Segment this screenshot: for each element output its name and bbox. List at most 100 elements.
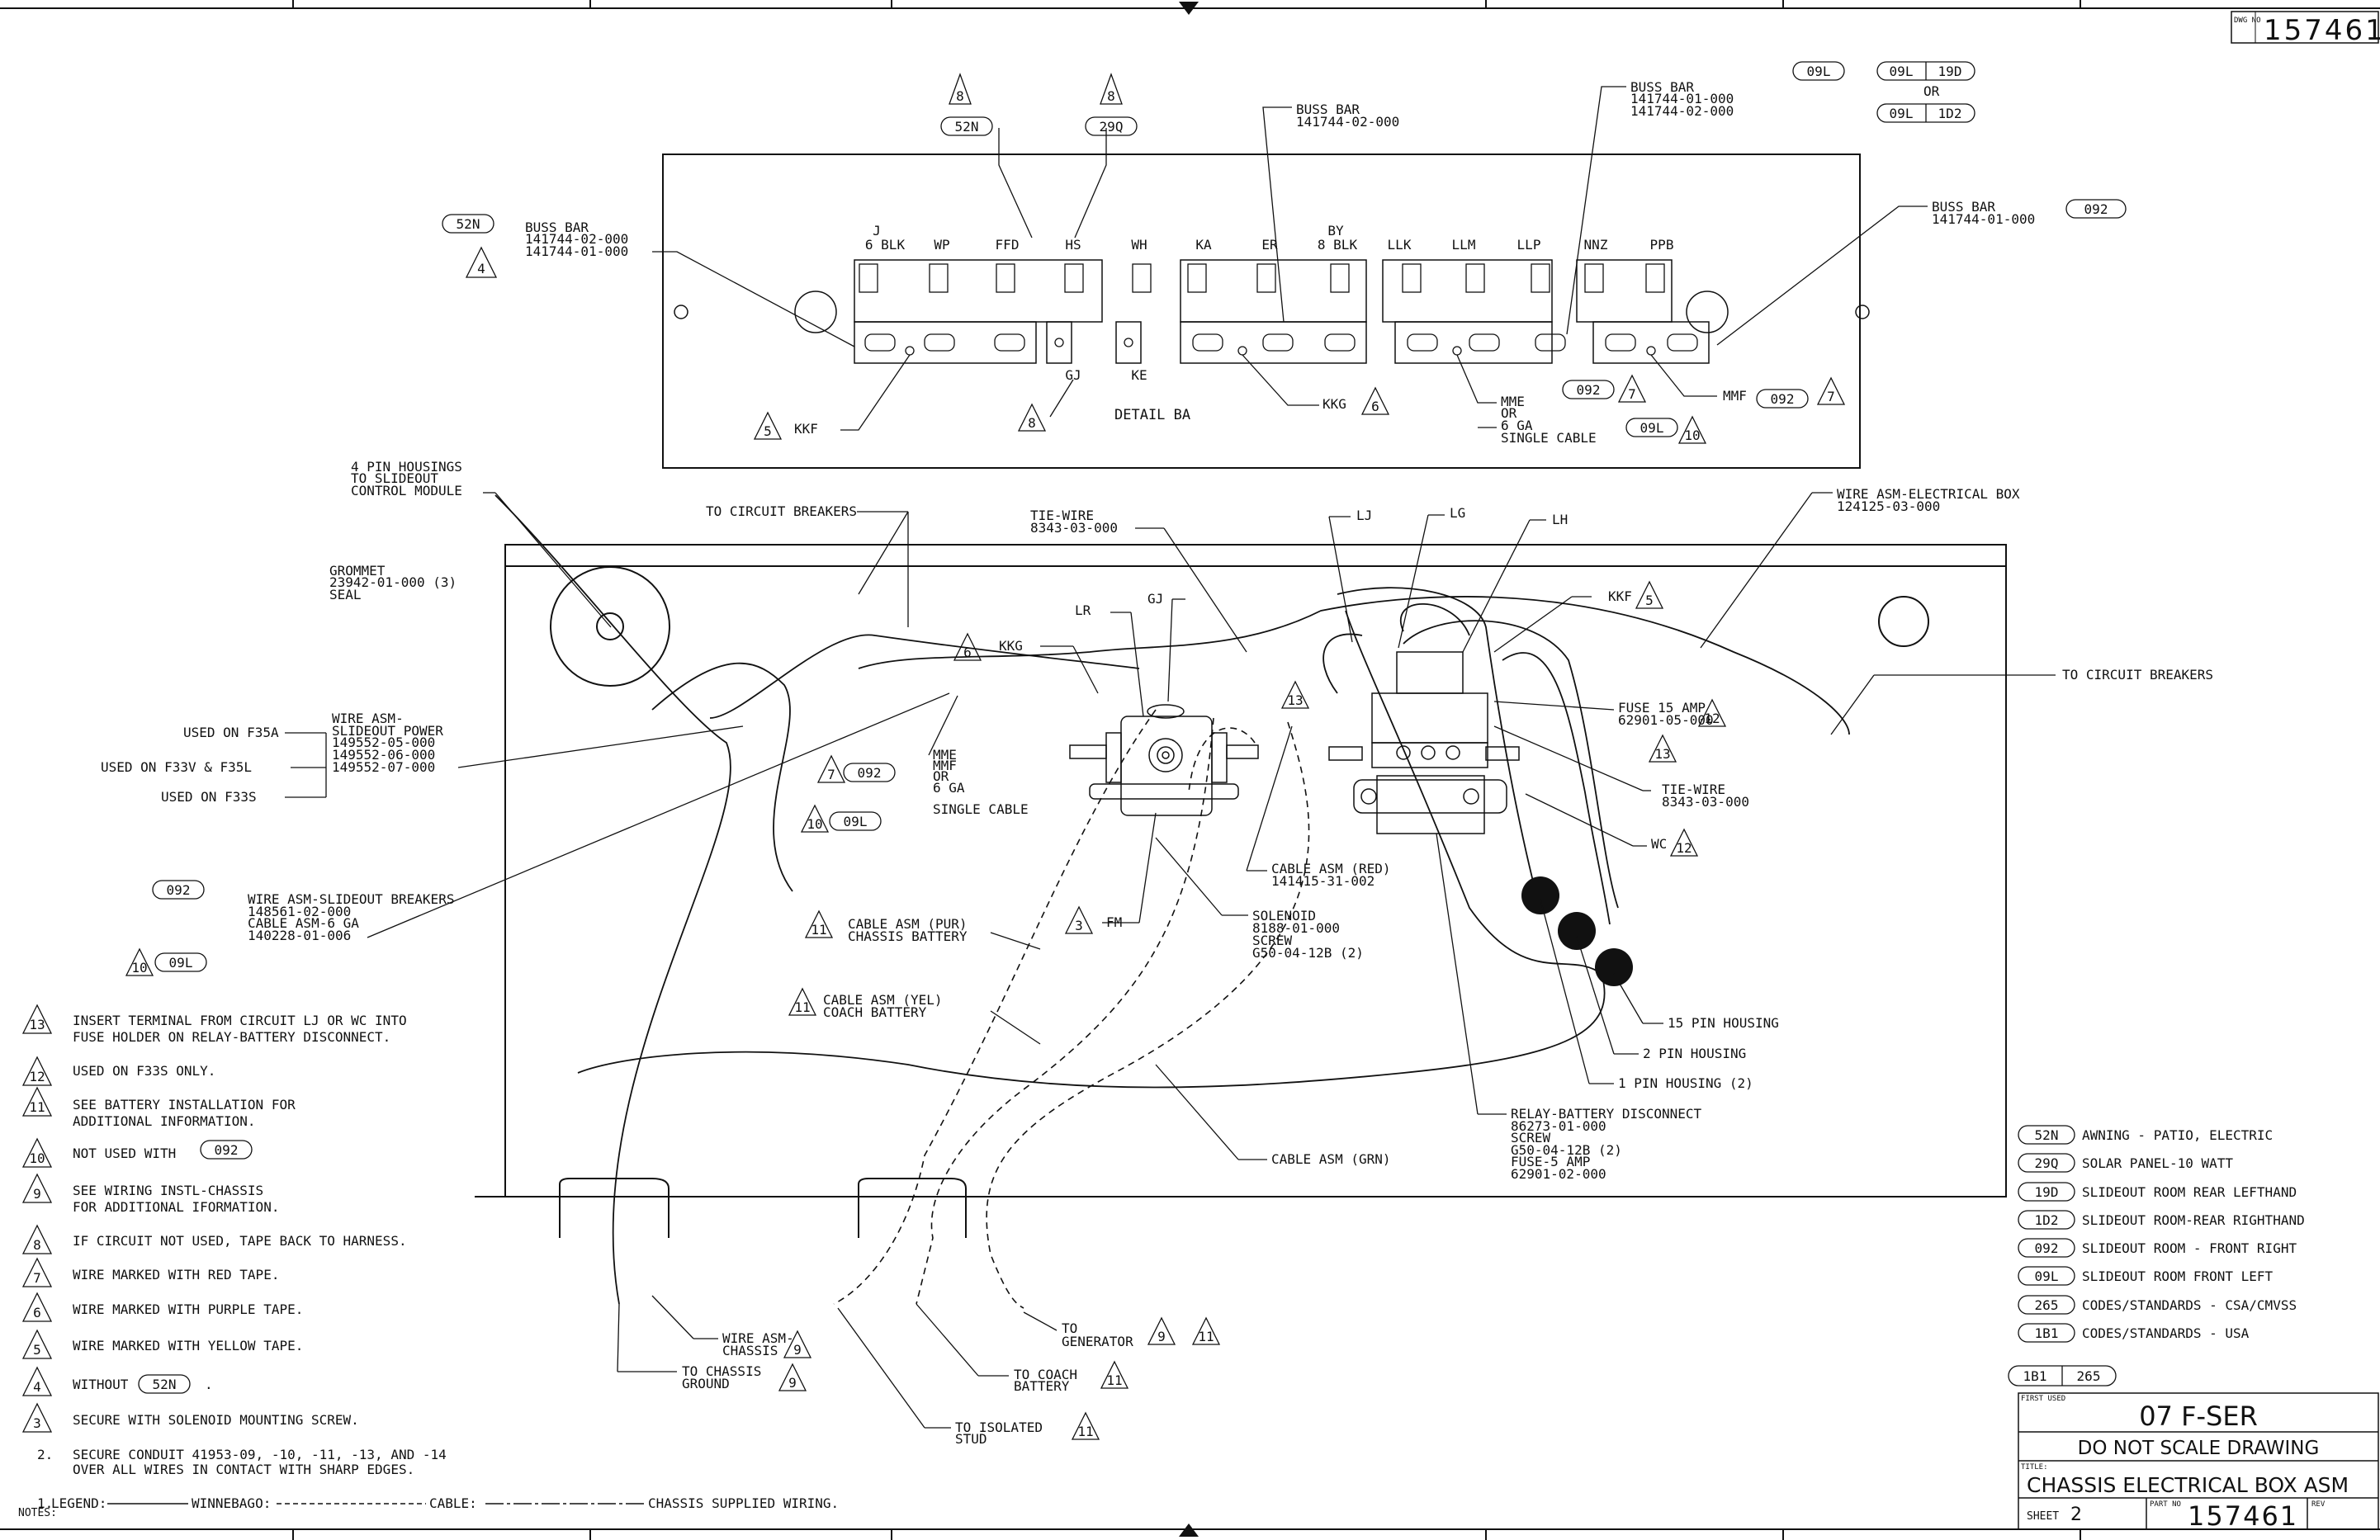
svg-text:11: 11 — [1077, 1424, 1093, 1439]
svg-text:FIRST USED: FIRST USED — [2021, 1395, 2065, 1403]
pos-label: WP — [934, 237, 949, 253]
svg-text:LEGEND:: LEGEND: — [51, 1495, 106, 1511]
svg-text:TITLE:: TITLE: — [2021, 1463, 2048, 1472]
svg-text:BUSS BAR: BUSS BAR — [1296, 102, 1360, 117]
svg-text:CABLE ASM (PUR): CABLE ASM (PUR) — [848, 916, 968, 932]
svg-text:11: 11 — [1106, 1372, 1122, 1388]
svg-text:CABLE ASM-6 GA: CABLE ASM-6 GA — [248, 915, 359, 931]
svg-text:LH: LH — [1552, 512, 1568, 527]
svg-text:149552-05-000: 149552-05-000 — [332, 735, 435, 750]
svg-text:SOLENOID: SOLENOID — [1252, 908, 1316, 924]
svg-text:4 PIN HOUSINGS: 4 PIN HOUSINGS — [351, 459, 462, 475]
svg-text:OR: OR — [1501, 405, 1517, 421]
svg-text:52N: 52N — [457, 216, 480, 232]
pos-label: KA — [1195, 237, 1212, 253]
svg-text:19D: 19D — [2035, 1184, 2059, 1200]
svg-text:WIRE ASM-: WIRE ASM- — [332, 711, 404, 726]
svg-text:CODES/STANDARDS - CSA/CMVSS: CODES/STANDARDS - CSA/CMVSS — [2082, 1297, 2297, 1313]
svg-text:CABLE ASM (GRN): CABLE ASM (GRN) — [1271, 1151, 1391, 1167]
callout-or: OR — [1923, 83, 1940, 99]
svg-text:GROMMET: GROMMET — [329, 563, 386, 579]
svg-text:11: 11 — [794, 999, 810, 1015]
svg-text:SEE WIRING INSTL-CHASSIS: SEE WIRING INSTL-CHASSIS — [73, 1183, 263, 1198]
pos-label: J — [873, 223, 881, 239]
callout-kkg: KKG — [1322, 396, 1346, 412]
main-tags: 6 13 5 12 13 12 7 092 10 09L 092 10 09L … — [125, 580, 1727, 1440]
svg-text:TO CHASSIS: TO CHASSIS — [682, 1363, 761, 1379]
svg-text:USED ON F33V & F35L: USED ON F33V & F35L — [101, 759, 252, 775]
svg-text:WIRE ASM-ELECTRICAL BOX: WIRE ASM-ELECTRICAL BOX — [1837, 486, 2020, 502]
dashed-cables — [833, 709, 1310, 1309]
svg-text:KKG: KKG — [999, 638, 1023, 654]
svg-text:07 F-SER: 07 F-SER — [2139, 1401, 2258, 1432]
svg-text:149552-06-000: 149552-06-000 — [332, 747, 435, 763]
svg-text:2: 2 — [2070, 1505, 2082, 1525]
svg-text:092: 092 — [2035, 1240, 2059, 1256]
svg-text:G50-04-12B (2): G50-04-12B (2) — [1511, 1142, 1622, 1158]
svg-text:6: 6 — [963, 645, 972, 660]
svg-text:INSERT TERMINAL FROM CIRCUIT L: INSERT TERMINAL FROM CIRCUIT LJ OR WC IN… — [73, 1013, 407, 1028]
svg-text:SLIDEOUT ROOM - FRONT RIGHT: SLIDEOUT ROOM - FRONT RIGHT — [2082, 1240, 2297, 1256]
svg-text:092: 092 — [215, 1142, 239, 1158]
svg-text:MME: MME — [1501, 394, 1525, 409]
svg-text:GJ: GJ — [1147, 591, 1163, 607]
svg-text:LG: LG — [1450, 505, 1465, 521]
svg-text:52N: 52N — [2035, 1127, 2059, 1143]
svg-text:52N: 52N — [153, 1377, 177, 1392]
svg-text:10: 10 — [131, 960, 147, 975]
svg-text:15 PIN HOUSING: 15 PIN HOUSING — [1668, 1015, 1779, 1031]
svg-text:4: 4 — [33, 1379, 41, 1395]
svg-text:NOT USED WITH: NOT USED WITH — [73, 1146, 176, 1161]
svg-text:1.: 1. — [37, 1495, 53, 1511]
svg-text:SLIDEOUT ROOM REAR LEFTHAND: SLIDEOUT ROOM REAR LEFTHAND — [2082, 1184, 2297, 1200]
15-pin-housing — [1595, 948, 1633, 986]
title-block: 1B1 265 FIRST USED 07 F-SER DO NOT SCALE… — [2008, 1365, 2379, 1532]
notes: 13 INSERT TERMINAL FROM CIRCUIT LJ OR WC… — [18, 1004, 839, 1519]
svg-text:148561-02-000: 148561-02-000 — [248, 904, 351, 919]
svg-text:13: 13 — [29, 1017, 45, 1032]
main-leaders — [285, 492, 2056, 1429]
svg-text:092: 092 — [1771, 391, 1795, 407]
svg-text:10: 10 — [29, 1150, 45, 1166]
center-mark-bottom — [1179, 1523, 1199, 1537]
svg-text:FUSE 15 AMP: FUSE 15 AMP — [1618, 700, 1706, 716]
svg-text:CHASSIS: CHASSIS — [722, 1343, 778, 1358]
svg-text:TIE-WIRE: TIE-WIRE — [1662, 782, 1725, 797]
svg-text:WIRE ASM-: WIRE ASM- — [722, 1330, 794, 1346]
svg-text:141744-02-000: 141744-02-000 — [1296, 114, 1399, 130]
svg-text:CHASSIS BATTERY: CHASSIS BATTERY — [848, 928, 968, 944]
pos-label: WH — [1131, 237, 1147, 253]
svg-text:19D: 19D — [1938, 64, 1962, 79]
svg-text:1B1: 1B1 — [2035, 1325, 2059, 1341]
pos-label: NNZ — [1584, 237, 1608, 253]
svg-text:SLIDEOUT ROOM FRONT LEFT: SLIDEOUT ROOM FRONT LEFT — [2082, 1268, 2274, 1284]
svg-text:GENERATOR: GENERATOR — [1062, 1334, 1133, 1349]
svg-text:CABLE ASM (YEL): CABLE ASM (YEL) — [823, 992, 943, 1008]
svg-text:TO CIRCUIT BREAKERS: TO CIRCUIT BREAKERS — [2062, 667, 2213, 683]
svg-text:.: . — [205, 1377, 213, 1392]
svg-text:23942-01-000 (3): 23942-01-000 (3) — [329, 574, 457, 590]
svg-text:STUD: STUD — [955, 1431, 987, 1447]
svg-text:141415-31-002: 141415-31-002 — [1271, 873, 1375, 889]
svg-text:157461: 157461 — [2188, 1500, 2298, 1532]
pos-label: 8 BLK — [1318, 237, 1358, 253]
svg-text:SECURE WITH SOLENOID MOUNTING: SECURE WITH SOLENOID MOUNTING SCREW. — [73, 1412, 359, 1428]
svg-text:9: 9 — [1157, 1329, 1166, 1344]
svg-text:11: 11 — [29, 1099, 45, 1115]
svg-text:TO: TO — [1062, 1320, 1077, 1336]
svg-text:CABLE ASM (RED): CABLE ASM (RED) — [1271, 861, 1391, 876]
svg-text:BUSS BAR: BUSS BAR — [1630, 79, 1694, 95]
svg-text:TO ISOLATED: TO ISOLATED — [955, 1420, 1043, 1435]
svg-text:SCREW: SCREW — [1511, 1130, 1551, 1146]
svg-text:WC: WC — [1651, 836, 1667, 852]
svg-text:1 PIN HOUSING (2): 1 PIN HOUSING (2) — [1618, 1075, 1753, 1091]
svg-text:09L: 09L — [1890, 106, 1914, 121]
svg-text:BUSS BAR: BUSS BAR — [525, 220, 589, 235]
svg-text:092: 092 — [858, 765, 882, 781]
svg-text:WIRE MARKED WITH RED TAPE.: WIRE MARKED WITH RED TAPE. — [73, 1267, 279, 1283]
svg-text:8343-03-000: 8343-03-000 — [1662, 794, 1749, 810]
